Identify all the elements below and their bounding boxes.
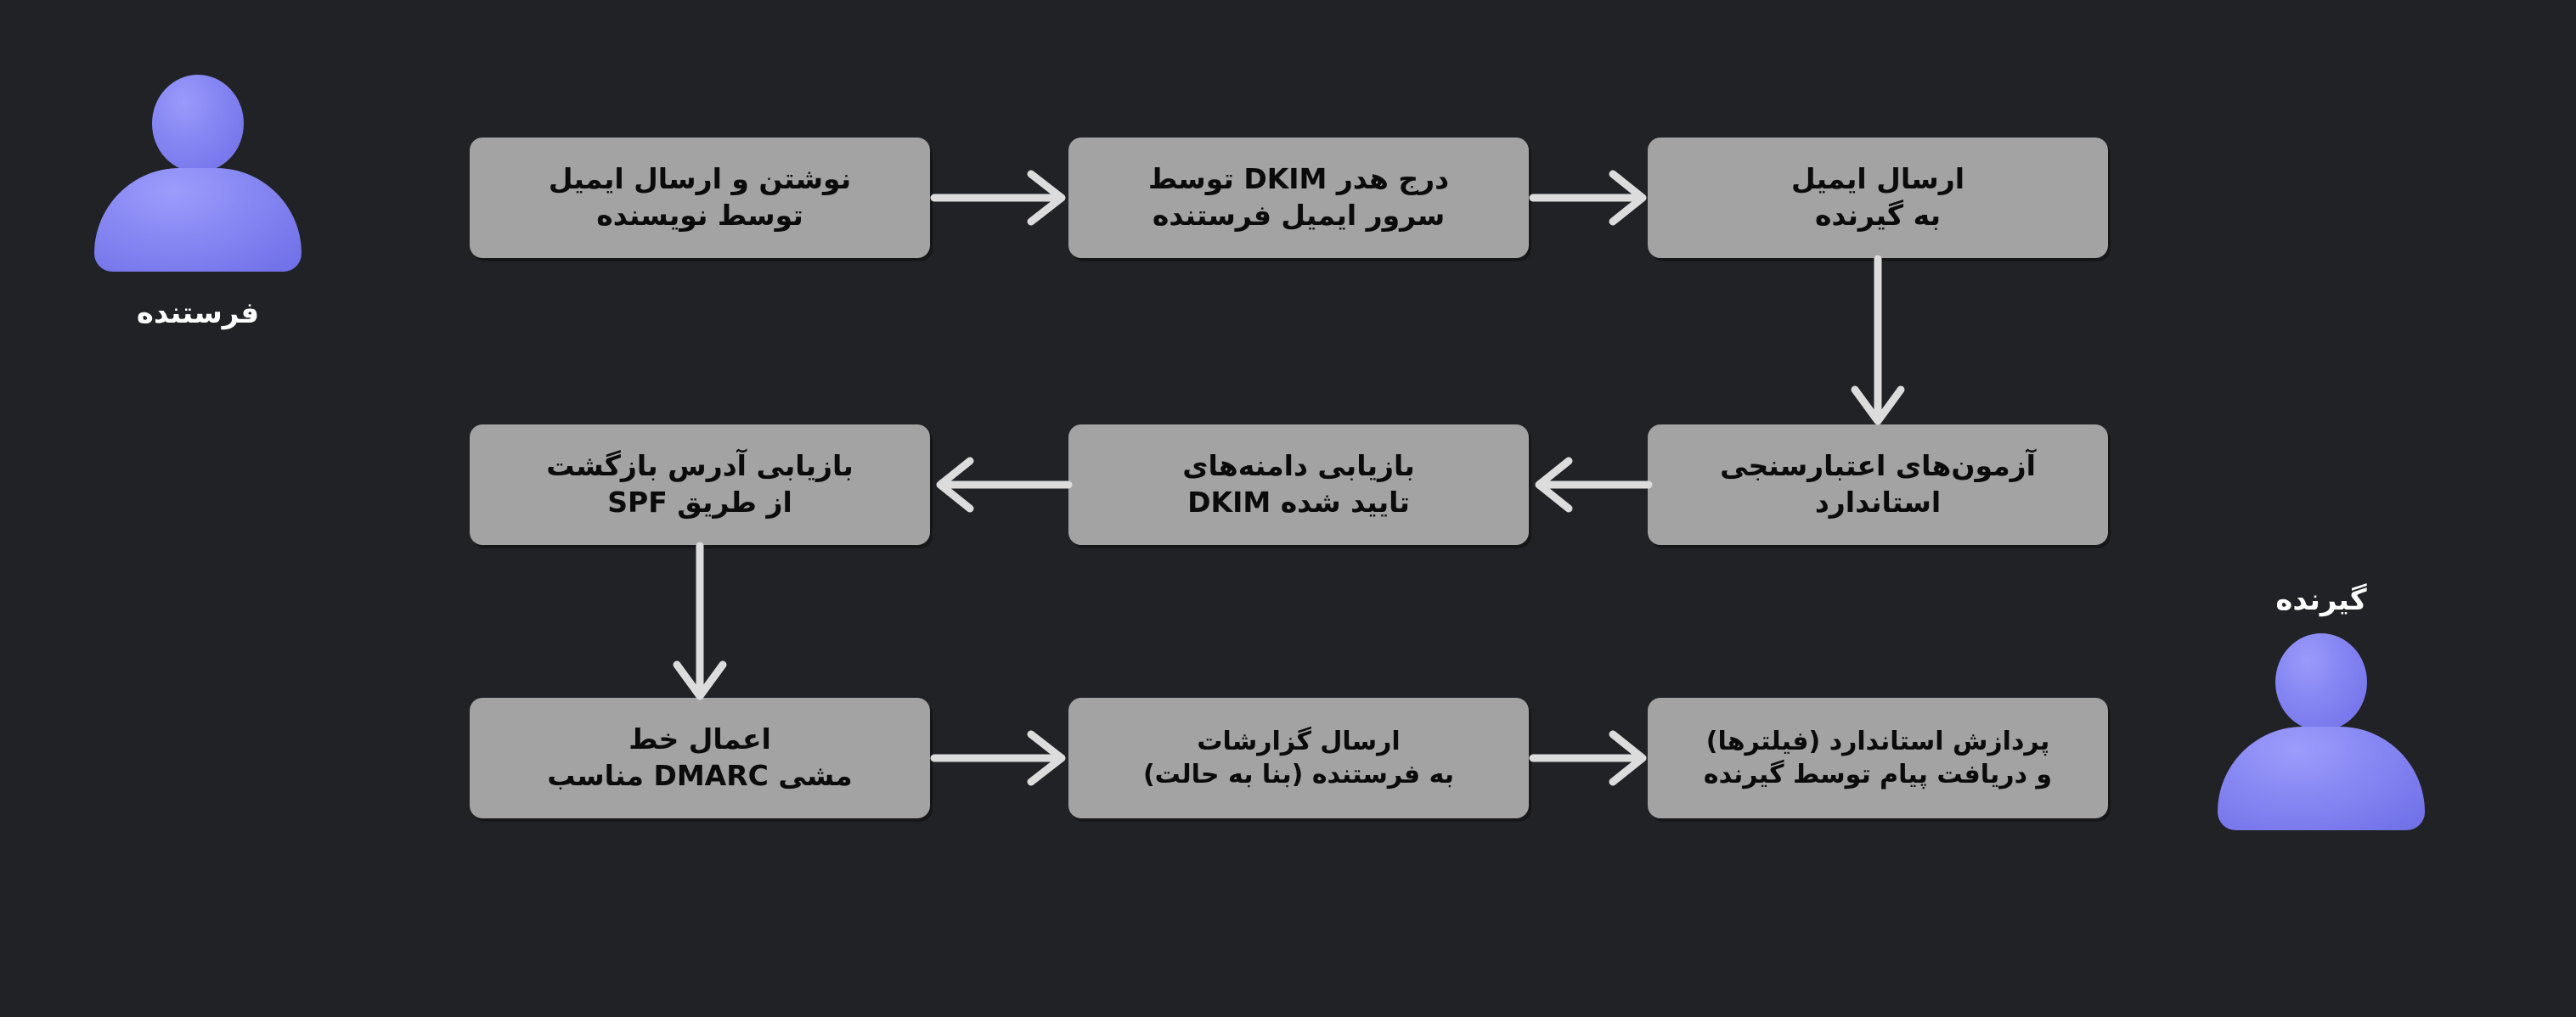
actor-sender: فرستنده: [93, 75, 302, 328]
person-head-icon: [152, 75, 244, 172]
flow-node-3[interactable]: ارسال ایمیل به گیرنده: [1648, 138, 2108, 258]
connector-arrow-3-4: [1844, 255, 1912, 427]
person-icon: [93, 75, 302, 284]
flow-node-4[interactable]: آزمون‌های اعتبارسنجی استاندارد: [1648, 424, 2108, 545]
actor-receiver: گیرنده: [2217, 586, 2426, 842]
flow-node-5-line-1: بازیابی دامنه‌های: [1182, 449, 1415, 483]
flow-node-9-line-1: پردازش استاندارد (فیلترها): [1705, 727, 2050, 756]
flow-node-4-line-1: آزمون‌های اعتبارسنجی: [1720, 449, 2036, 483]
flow-node-2[interactable]: درج هدر DKIM توسط سرور ایمیل فرستنده: [1068, 138, 1529, 258]
connector-arrow-5-6: [933, 451, 1073, 519]
flow-node-2-line-1: درج هدر DKIM توسط: [1147, 162, 1450, 196]
flow-node-4-line-2: استاندارد: [1814, 486, 1942, 519]
flow-node-9[interactable]: پردازش استاندارد (فیلترها) و دریافت پیام…: [1648, 698, 2108, 818]
flow-node-5[interactable]: بازیابی دامنه‌های تایید شده DKIM: [1068, 424, 1529, 545]
flow-node-1[interactable]: نوشتن و ارسال ایمیل توسط نویسنده: [470, 138, 930, 258]
flow-node-2-line-2: سرور ایمیل فرستنده: [1152, 199, 1446, 232]
person-body-icon: [94, 168, 302, 272]
person-head-icon: [2275, 633, 2367, 731]
connector-arrow-8-9: [1529, 724, 1650, 792]
actor-receiver-label: گیرنده: [2275, 583, 2367, 617]
flow-node-6-line-2: از طریق SPF: [607, 486, 792, 519]
connector-arrow-6-7: [666, 542, 734, 702]
actor-sender-label: فرستنده: [136, 296, 260, 330]
flow-node-6[interactable]: بازیابی آدرس بازگشت از طریق SPF: [470, 424, 930, 545]
flow-node-3-line-2: به گیرنده: [1814, 199, 1942, 232]
connector-arrow-2-3: [1529, 164, 1650, 232]
flow-node-3-line-1: ارسال ایمیل: [1790, 162, 1965, 196]
connector-arrow-4-5: [1531, 451, 1653, 519]
flow-node-7-line-1: اعمال خط: [628, 722, 771, 756]
flow-node-6-line-1: بازیابی آدرس بازگشت: [546, 449, 854, 483]
person-icon: [2217, 633, 2426, 842]
flow-node-8-line-1: ارسال گزارشات: [1197, 727, 1401, 756]
connector-arrow-7-8: [930, 724, 1070, 792]
flow-node-9-line-2: و دریافت پیام توسط گیرنده: [1703, 760, 2053, 789]
flow-node-1-line-1: نوشتن و ارسال ایمیل: [548, 162, 852, 196]
flow-node-7-line-2: مشی DMARC مناسب: [547, 759, 853, 792]
flow-node-8[interactable]: ارسال گزارشات به فرستنده (بنا به حالت): [1068, 698, 1529, 818]
flow-node-5-line-2: تایید شده DKIM: [1187, 486, 1410, 519]
person-body-icon: [2218, 727, 2425, 830]
flow-node-8-line-2: به فرستنده (بنا به حالت): [1142, 760, 1455, 789]
connector-arrow-1-2: [930, 164, 1070, 232]
flow-node-7[interactable]: اعمال خط مشی DMARC مناسب: [470, 698, 930, 818]
flow-node-1-line-2: توسط نویسنده: [596, 199, 803, 232]
